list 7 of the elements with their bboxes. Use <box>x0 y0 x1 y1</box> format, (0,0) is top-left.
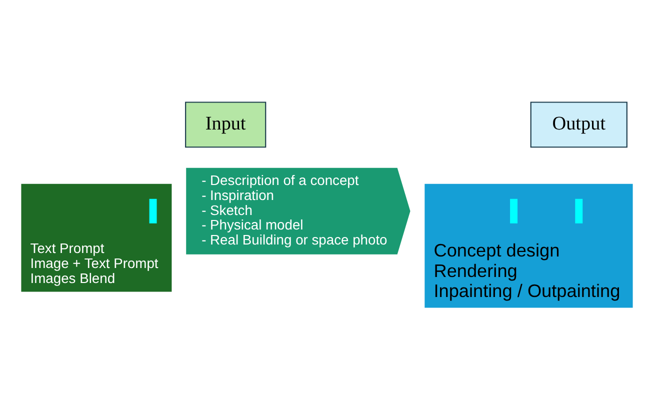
node-bar <box>575 198 583 223</box>
node-bar <box>510 198 518 223</box>
cluster: Concept design Rendering Inpainting / Outpainting <box>424 183 633 308</box>
cluster: Text Prompt Image + Text Prompt Images Blend <box>21 183 172 292</box>
node-box: Input <box>185 101 266 148</box>
node-bar <box>149 198 157 223</box>
node-box: Output <box>530 101 628 148</box>
